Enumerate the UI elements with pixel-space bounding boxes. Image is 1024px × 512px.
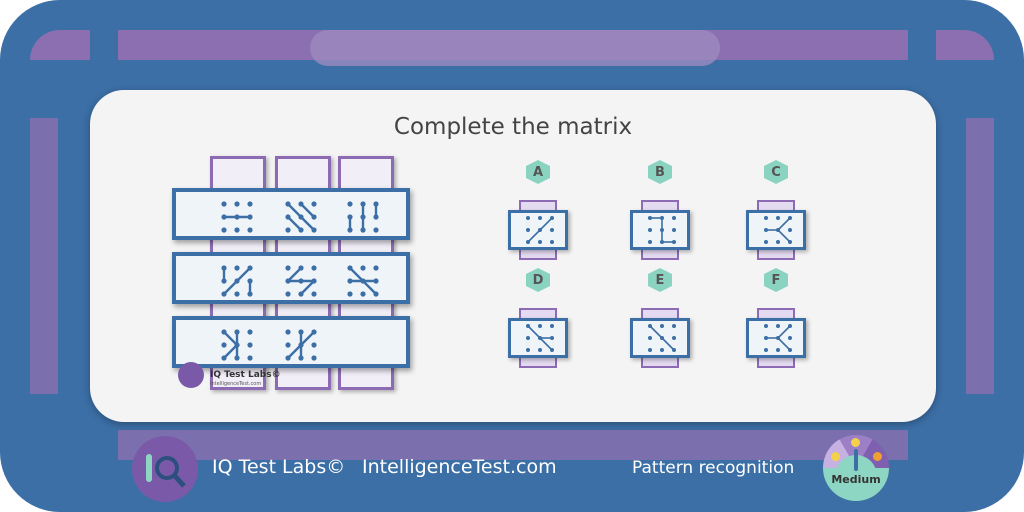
option-e[interactable]: E	[630, 268, 690, 378]
footer-brand: IQ Test Labs©	[212, 456, 346, 478]
matrix-cell	[220, 328, 254, 366]
dot-pattern-icon	[221, 265, 253, 297]
matrix-row-1	[172, 188, 410, 240]
matrix-row-2	[172, 252, 410, 304]
option-label: D	[526, 268, 550, 292]
option-label: A	[526, 160, 550, 184]
dot-pattern-icon	[648, 216, 676, 244]
matrix-cell	[284, 264, 318, 302]
dot-pattern-icon	[221, 201, 253, 233]
puzzle-panel: Complete the matrix IQ Test Labs© Intell…	[90, 90, 936, 422]
matrix-cell	[220, 200, 254, 238]
option-label: C	[764, 160, 788, 184]
gauge-needle	[854, 449, 858, 471]
watermark-site: IntelligenceTest.com	[210, 381, 262, 387]
option-label: E	[648, 268, 672, 292]
option-b[interactable]: B	[630, 160, 690, 270]
matrix-cell	[284, 200, 318, 238]
dot-pattern-icon	[648, 324, 676, 352]
frame-highlight	[310, 30, 720, 66]
dot-pattern-icon	[347, 265, 379, 297]
option-a[interactable]: A	[508, 160, 568, 270]
frame-bar-bottom	[118, 430, 908, 460]
hard-emoji-icon	[873, 452, 882, 461]
difficulty-gauge: Medium	[823, 435, 889, 501]
dot-pattern-icon	[285, 201, 317, 233]
difficulty-label: Medium	[831, 473, 881, 486]
dot-pattern-icon	[221, 329, 253, 361]
medium-emoji-icon	[851, 438, 860, 447]
matrix-cell	[284, 328, 318, 366]
easy-emoji-icon	[831, 452, 840, 461]
dot-pattern-icon	[285, 329, 317, 361]
option-c[interactable]: C	[746, 160, 806, 270]
matrix-row-3	[172, 316, 410, 368]
footer-category: Pattern recognition	[632, 458, 795, 478]
footer-site: IntelligenceTest.com	[362, 456, 557, 478]
dot-pattern-icon	[526, 324, 554, 352]
puzzle-title: Complete the matrix	[393, 114, 633, 140]
matrix-cell	[346, 264, 380, 302]
frame-bar-left	[30, 118, 58, 394]
frame-bar-right	[966, 118, 994, 394]
dot-pattern-icon	[347, 201, 379, 233]
dot-pattern-icon	[285, 265, 317, 297]
dot-pattern-icon	[526, 216, 554, 244]
option-label: F	[764, 268, 788, 292]
watermark-brand: IQ Test Labs©	[210, 370, 281, 380]
watermark-logo-icon	[178, 362, 204, 388]
iq-logo-icon	[132, 436, 198, 502]
option-f[interactable]: F	[746, 268, 806, 378]
option-d[interactable]: D	[508, 268, 568, 378]
matrix-cell	[220, 264, 254, 302]
matrix-cell	[346, 200, 380, 238]
dot-pattern-icon	[764, 216, 792, 244]
dot-pattern-icon	[764, 324, 792, 352]
option-label: B	[648, 160, 672, 184]
